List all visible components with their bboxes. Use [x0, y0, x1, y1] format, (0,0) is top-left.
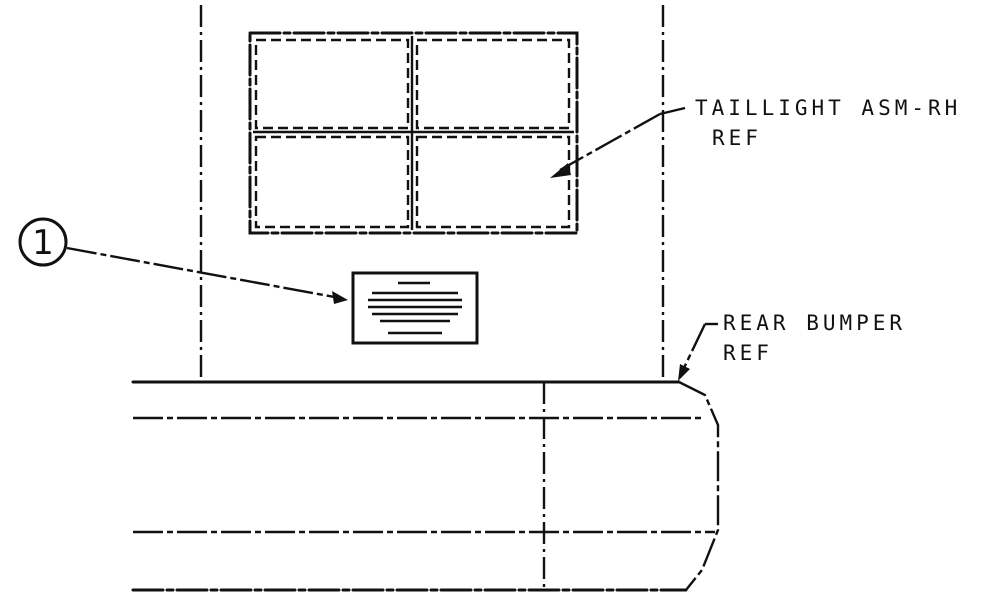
taillight-label-line2: REF	[712, 126, 762, 150]
callout-taillight: TAILLIGHT ASM-RH REF	[550, 96, 961, 178]
taillight-assembly	[248, 31, 579, 235]
body-outline	[199, 5, 665, 383]
callout-arrowhead	[332, 291, 348, 304]
taillight-label-line1: TAILLIGHT ASM-RH	[695, 96, 961, 120]
callout-item-1: 1	[18, 217, 348, 304]
taillight-arrowhead	[550, 163, 571, 178]
bumper-label-line1: REAR BUMPER	[723, 311, 906, 335]
label-plate	[351, 271, 479, 345]
bumper-label-line2: REF	[723, 341, 773, 365]
callout-rear-bumper: REAR BUMPER REF	[678, 311, 906, 381]
callout-number: 1	[32, 223, 54, 263]
rear-bumper	[131, 380, 720, 592]
bumper-arrowhead	[678, 364, 690, 381]
